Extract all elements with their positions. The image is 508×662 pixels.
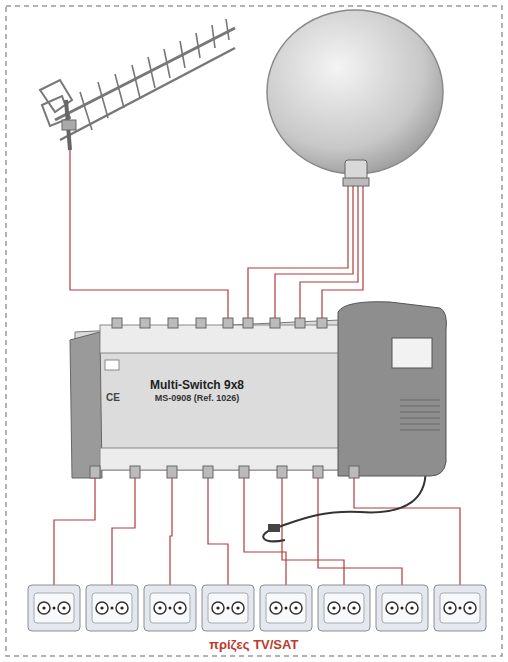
socket-face — [150, 593, 190, 623]
socket-pin — [294, 606, 297, 609]
dashed-frame — [6, 6, 502, 656]
socket-face — [34, 593, 74, 623]
socket-pin — [390, 606, 393, 609]
socket-pin — [158, 606, 161, 609]
socket-pin — [216, 606, 219, 609]
socket-port — [58, 602, 70, 614]
socket-port — [154, 602, 166, 614]
socket-plate — [260, 585, 312, 631]
socket-port — [464, 602, 476, 614]
socket-dot — [285, 607, 288, 610]
socket-port — [38, 602, 50, 614]
socket-port — [290, 602, 302, 614]
socket-plate — [434, 585, 486, 631]
socket-port — [96, 602, 108, 614]
socket-port — [232, 602, 244, 614]
socket-pin — [352, 606, 355, 609]
socket-face — [208, 593, 248, 623]
socket-pin — [178, 606, 181, 609]
socket-plate — [318, 585, 370, 631]
socket-port — [328, 602, 340, 614]
socket-port — [348, 602, 360, 614]
plug — [268, 524, 280, 532]
socket-dot — [53, 607, 56, 610]
socket-face — [440, 593, 480, 623]
socket-port — [174, 602, 186, 614]
socket-dot — [111, 607, 114, 610]
socket-pin — [236, 606, 239, 609]
coax-wires — [54, 150, 460, 585]
socket-dot — [227, 607, 230, 610]
socket-face — [324, 593, 364, 623]
socket-dot — [459, 607, 462, 610]
product-name: Multi-Switch 9x8 — [126, 378, 268, 393]
model-number: MS-0908 (Ref. 1026) — [126, 393, 268, 404]
socket-pin — [468, 606, 471, 609]
socket-pin — [274, 606, 277, 609]
tv-sat-sockets — [28, 585, 486, 631]
socket-pin — [332, 606, 335, 609]
socket-pin — [410, 606, 413, 609]
socket-plate — [376, 585, 428, 631]
socket-pin — [62, 606, 65, 609]
socket-face — [266, 593, 306, 623]
multiswitch-label: Multi-Switch 9x8MS-0908 (Ref. 1026) — [122, 376, 272, 406]
socket-plate — [144, 585, 196, 631]
socket-dot — [401, 607, 404, 610]
yagi-antenna — [40, 19, 235, 150]
socket-pin — [100, 606, 103, 609]
socket-pin — [120, 606, 123, 609]
socket-plate — [28, 585, 80, 631]
socket-dot — [169, 607, 172, 610]
multiswitch-housing — [70, 302, 446, 478]
socket-pin — [42, 606, 45, 609]
socket-port — [406, 602, 418, 614]
socket-dot — [343, 607, 346, 610]
socket-port — [212, 602, 224, 614]
socket-port — [270, 602, 282, 614]
ce-mark: CE — [106, 392, 120, 403]
socket-face — [382, 593, 422, 623]
satellite-dish — [267, 10, 443, 186]
socket-pin — [448, 606, 451, 609]
caption-label: πρίζες TV/SAT — [209, 637, 298, 652]
socket-port — [116, 602, 128, 614]
socket-plate — [202, 585, 254, 631]
socket-face — [92, 593, 132, 623]
socket-plate — [86, 585, 138, 631]
socket-port — [386, 602, 398, 614]
socket-port — [444, 602, 456, 614]
